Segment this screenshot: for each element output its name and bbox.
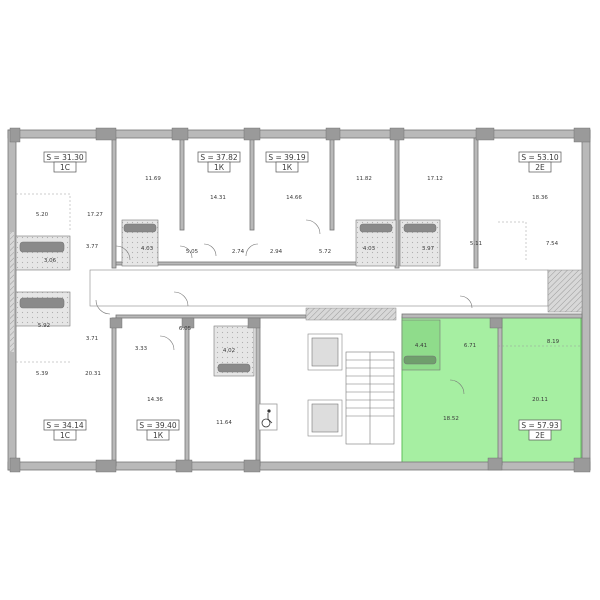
apartment-type: 2Е xyxy=(535,431,545,440)
room-area: 3.71 xyxy=(86,336,98,342)
room-area: 4.03 xyxy=(363,246,376,252)
apartment-type: 1С xyxy=(60,163,70,172)
room-area: 20.11 xyxy=(532,397,548,403)
room-area: 20.31 xyxy=(85,371,101,377)
apartment-type: 1С xyxy=(60,431,70,440)
apartment-type: 1К xyxy=(214,163,225,172)
room-area: 3.77 xyxy=(86,244,99,250)
apartment-area: S = 39.40 xyxy=(139,421,177,430)
corridor xyxy=(89,269,549,307)
room-area: 14.66 xyxy=(286,195,302,201)
room-area: 7.54 xyxy=(546,241,559,247)
apartment-area: S = 37.82 xyxy=(200,153,238,162)
room-area: 6.05 xyxy=(179,326,192,332)
zone-lines xyxy=(16,193,580,363)
room-area: 3.97 xyxy=(422,246,435,252)
apartment-type: 1К xyxy=(153,431,164,440)
room-area: 5.72 xyxy=(319,249,331,255)
apartment-area: S = 34.14 xyxy=(46,421,84,430)
room-area: 18.52 xyxy=(443,416,459,422)
room-area: 4.41 xyxy=(415,343,427,349)
room-area: 11.64 xyxy=(216,420,232,426)
room-area: 8.19 xyxy=(547,339,560,345)
apartment-type: 2Е xyxy=(535,163,545,172)
room-area: 14.31 xyxy=(210,195,226,201)
room-area: 14.36 xyxy=(147,397,163,403)
bathrooms xyxy=(15,219,441,377)
apartment-area: S = 53.10 xyxy=(521,153,559,162)
room-area: 17.12 xyxy=(427,176,443,182)
room-area: 5.11 xyxy=(470,241,482,247)
room-area: 5.39 xyxy=(36,371,49,377)
room-area: 11.82 xyxy=(356,176,372,182)
room-area: 11.69 xyxy=(145,176,161,182)
room-area: 18.36 xyxy=(532,195,548,201)
room-area: 4.03 xyxy=(141,246,154,252)
room-area: 3.33 xyxy=(135,346,148,352)
columns xyxy=(9,127,591,473)
room-area: 6.71 xyxy=(464,343,476,349)
room-area: 2.74 xyxy=(232,249,245,255)
room-area: 17.27 xyxy=(87,212,103,218)
apartment-type: 1К xyxy=(282,163,293,172)
doors xyxy=(95,219,473,395)
room-area: 4.02 xyxy=(223,348,235,354)
apartment-area: S = 39.19 xyxy=(268,153,306,162)
stair-core xyxy=(307,333,395,445)
wheelchair-icon xyxy=(258,403,278,431)
room-area: 2.94 xyxy=(270,249,283,255)
apartment-area: S = 57.93 xyxy=(521,421,559,430)
room-area: 3.06 xyxy=(44,258,57,264)
room-area: 5.05 xyxy=(186,249,199,255)
apartment-area: S = 31.30 xyxy=(46,153,84,162)
room-area: 5.20 xyxy=(36,212,49,218)
apartment-labels xyxy=(43,151,562,441)
room-area: 5.92 xyxy=(38,323,50,329)
